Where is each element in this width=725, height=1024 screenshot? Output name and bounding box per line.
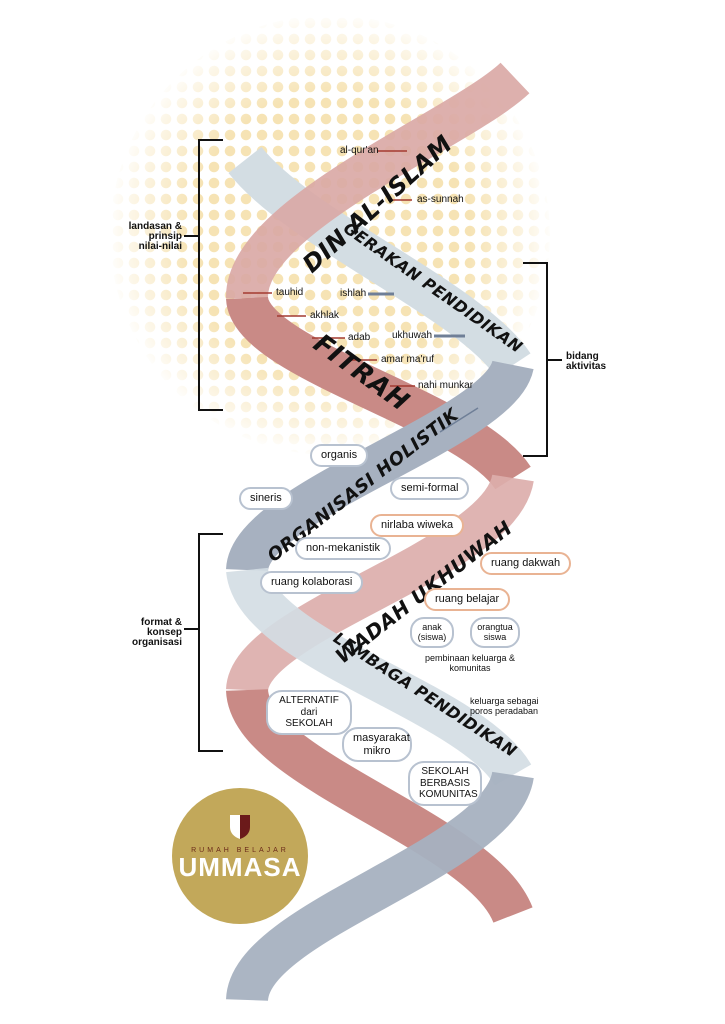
ribbon-organisasi <box>226 357 534 575</box>
label-adab: adab <box>348 332 371 343</box>
pill-sineris: sineris <box>239 487 293 510</box>
label-nahi-munkar: nahi munkar <box>418 380 474 391</box>
label-tauhid: tauhid <box>276 287 304 298</box>
pill-non-mekanistik: non-mekanistik <box>295 537 391 560</box>
label-landasan: landasan & prinsip nilai-nilai <box>128 221 182 252</box>
label-format-konsep: format & konsep organisasi <box>131 617 182 648</box>
pill-orangtua-siswa: orangtua siswa <box>470 617 520 648</box>
bracket-landasan <box>198 139 223 411</box>
ribbon-red-bottom <box>226 686 533 925</box>
pill-sekolah-berbasis: SEKOLAH BERBASIS KOMUNITAS <box>408 761 482 806</box>
label-amar-maruf: amar ma'ruf <box>381 354 435 365</box>
ummasa-logo: RUMAH BELAJAR UMMASA <box>172 788 308 924</box>
pill-ruang-dakwah: ruang dakwah <box>480 552 572 575</box>
bracket-tick <box>548 359 562 361</box>
ribbon-slate-bottom <box>226 769 534 1004</box>
pill-masyarakat-mikro: masyarakat mikro <box>342 727 412 763</box>
ribbon-fitrah <box>226 293 531 491</box>
pill-alternatif: ALTERNATIF dari SEKOLAH <box>266 690 352 735</box>
pill-semi-formal: semi-formal <box>390 477 470 500</box>
label-bidang-aktivitas: bidang aktivitas <box>566 351 607 372</box>
pill-nirlaba-wiweka: nirlaba wiweka <box>370 514 465 537</box>
bracket-tick <box>184 235 198 237</box>
logo-name: UMMASA <box>178 852 302 882</box>
label-ukhuwah: ukhuwah <box>392 330 433 341</box>
ribbon-din <box>225 62 530 300</box>
pill-ruang-kolaborasi: ruang kolaborasi <box>260 571 364 594</box>
bracket-format <box>198 533 223 752</box>
ribbon-lembaga <box>226 565 532 787</box>
ribbon-wadah <box>226 472 534 695</box>
shield-icon <box>230 815 250 839</box>
logo-subtitle: RUMAH BELAJAR <box>191 847 289 854</box>
ribbon-gerakan <box>228 146 531 378</box>
label-assunnah: as-sunnah <box>417 194 464 205</box>
bracket-bidang <box>523 262 548 457</box>
label-alquran: al-qur'an <box>340 145 379 156</box>
note-keluarga: keluarga sebagai poros peradaban <box>470 696 539 716</box>
pill-organis: organis <box>310 444 369 467</box>
pill-anak-siswa: anak (siswa) <box>410 617 454 648</box>
label-ishlah: ishlah <box>340 288 367 299</box>
pill-ruang-belajar: ruang belajar <box>424 588 511 611</box>
bracket-tick <box>184 628 198 630</box>
label-akhlak: akhlak <box>310 310 339 321</box>
note-pembinaan: pembinaan keluarga & komunitas <box>424 653 516 673</box>
